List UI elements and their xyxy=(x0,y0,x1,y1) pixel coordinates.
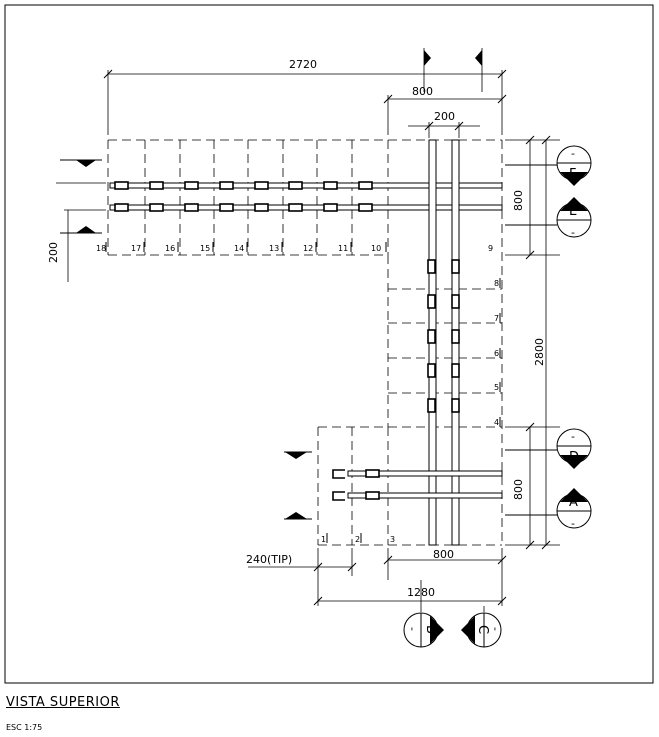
beams xyxy=(109,139,503,546)
marker-minus: - xyxy=(571,430,575,443)
dim-beam-spacing: 200 xyxy=(434,110,455,123)
section-marker-a: A - xyxy=(505,488,592,530)
grid-number: 3 xyxy=(390,535,395,544)
connection-plates xyxy=(114,181,460,501)
dimension-lines xyxy=(56,48,560,606)
grid-number: 4 xyxy=(494,418,499,427)
grid-number: 18 xyxy=(96,244,106,253)
section-marker-f: F - xyxy=(505,145,592,186)
marker-minus: - xyxy=(406,627,419,631)
dim-bottom-tip: 240(TIP) xyxy=(246,553,292,566)
dim-right-bottom: 800 xyxy=(512,479,525,500)
marker-minus: - xyxy=(489,627,502,631)
grid-number: 8 xyxy=(494,279,499,288)
dim-overall-width: 2720 xyxy=(289,58,317,71)
view-title: VISTA SUPERIOR xyxy=(6,695,120,710)
marker-letter: F xyxy=(569,167,576,182)
grid-number: 16 xyxy=(165,244,175,253)
marker-letter: C xyxy=(475,625,490,634)
grid-number-ticks xyxy=(105,242,501,543)
dashed-grid xyxy=(107,139,503,546)
grid-number: 5 xyxy=(494,383,499,392)
section-marker-d: D - xyxy=(505,428,592,469)
grid-number: 11 xyxy=(338,244,348,253)
section-marker-c: C - xyxy=(461,612,502,648)
scale-label: ESC 1:75 xyxy=(6,723,43,732)
grid-numbers: 1 2 3 4 5 6 7 8 9 10 11 12 13 14 15 16 1… xyxy=(96,244,499,544)
grid-number: 6 xyxy=(494,349,499,358)
dim-right-top: 800 xyxy=(512,190,525,211)
marker-letter: D xyxy=(569,450,579,465)
marker-minus: - xyxy=(571,147,575,160)
dimension-ticks xyxy=(103,69,551,606)
dim-top-width: 800 xyxy=(412,85,433,98)
dim-bottom-800: 800 xyxy=(433,548,454,561)
marker-letter: B xyxy=(423,625,438,634)
grid-number: 13 xyxy=(269,244,279,253)
dim-left-200: 200 xyxy=(47,242,60,263)
grid-number: 12 xyxy=(303,244,313,253)
grid-number: 15 xyxy=(200,244,210,253)
section-markers: F - E - D - A - xyxy=(403,145,592,648)
marker-minus: - xyxy=(571,226,575,239)
marker-minus: - xyxy=(571,517,575,530)
grid-number: 17 xyxy=(131,244,141,253)
section-marker-e: E - xyxy=(505,197,592,239)
section-cut-arrows xyxy=(60,50,482,520)
drawing-frame xyxy=(4,4,654,684)
dim-right-2800: 2800 xyxy=(533,338,546,366)
grid-number: 7 xyxy=(494,314,499,323)
marker-letter: A xyxy=(569,495,578,510)
grid-number: 10 xyxy=(371,244,381,253)
section-marker-b: B - xyxy=(403,612,444,648)
grid-number: 14 xyxy=(234,244,244,253)
grid-number: 9 xyxy=(488,244,493,253)
marker-letter: E xyxy=(569,204,577,219)
grid-number: 1 xyxy=(321,535,326,544)
grid-number: 2 xyxy=(355,535,360,544)
